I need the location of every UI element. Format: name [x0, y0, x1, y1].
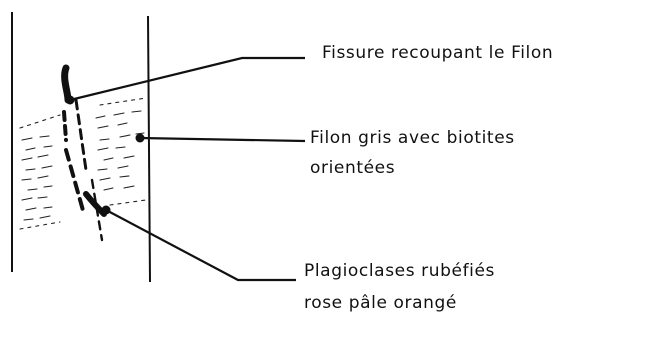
- label-filon-line2: orientées: [310, 158, 396, 178]
- leader-dot-plagio: [101, 205, 111, 215]
- outcrop-right-edge: [147, 15, 151, 283]
- leader-dot-filon: [135, 133, 145, 143]
- leader-fissure: [69, 56, 305, 102]
- label-filon-line1: Filon gris avec biotites: [310, 128, 515, 148]
- label-fissure: Fissure recoupant le Filon: [322, 43, 554, 63]
- leader-filon: [139, 136, 306, 143]
- leader-lines: [69, 56, 306, 282]
- label-plagioclase-line2: rose pâle orangé: [304, 293, 457, 313]
- dike-zone: [19, 97, 147, 230]
- label-plagioclase-line1: Plagioclases rubéfiés: [304, 261, 496, 281]
- leader-plagio: [105, 209, 296, 282]
- leader-dot-fissure: [65, 95, 75, 105]
